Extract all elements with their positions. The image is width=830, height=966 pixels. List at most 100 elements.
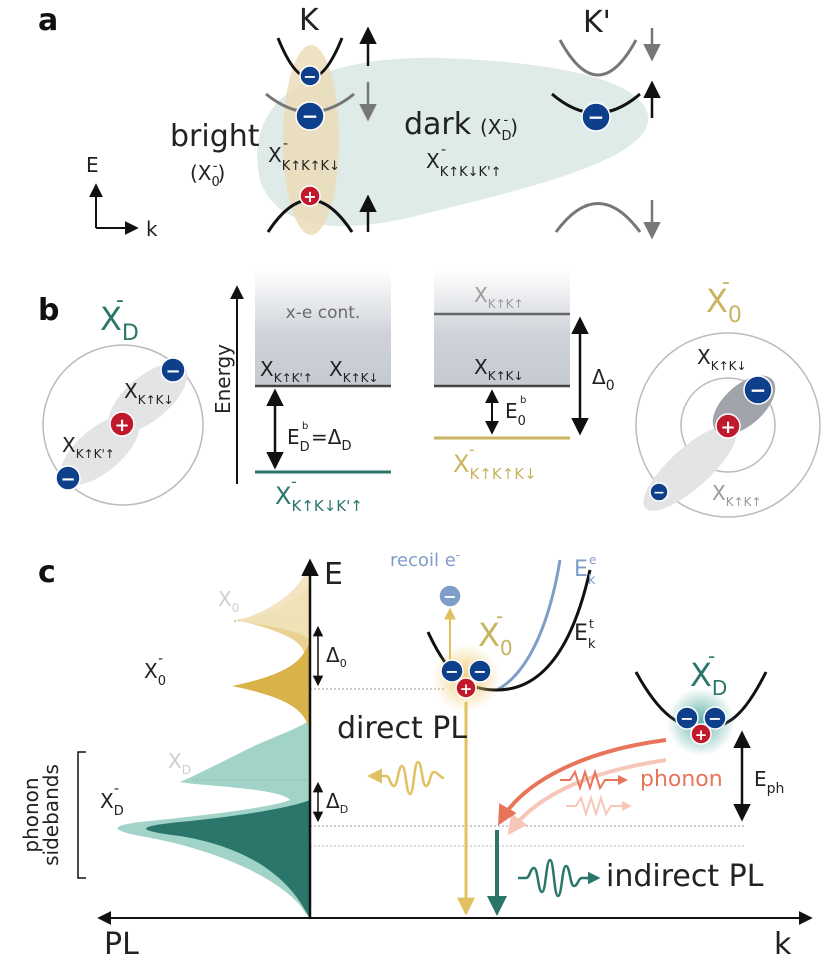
continuum-box-bright: [434, 270, 570, 386]
phonon-scatter-arrow: [498, 738, 667, 826]
electron-dispersion-curve: [496, 559, 562, 692]
bright-binding-label: E0b: [505, 395, 526, 429]
svg-text:−: −: [303, 67, 316, 86]
electron-icon: −: [55, 465, 81, 491]
pl-spectrum-teal-dark: [146, 800, 310, 918]
photon-wave-teal: [518, 858, 588, 898]
kp-valence-band: [554, 202, 642, 233]
svg-text:−: −: [588, 105, 605, 129]
continuum-box-dark: [255, 270, 391, 386]
svg-text:+: +: [303, 187, 316, 206]
recoil-label: recoil e-: [390, 548, 460, 571]
svg-text:−: −: [445, 662, 458, 681]
valley-kp-label: K': [583, 5, 611, 40]
svg-text:−: −: [443, 587, 456, 606]
dark-trion-glow: [667, 688, 735, 756]
electron-icon: −: [160, 357, 186, 383]
electron-icon: −: [703, 706, 727, 730]
hole-icon: +: [690, 723, 712, 745]
ekt-label: Ekt: [574, 617, 596, 652]
electron-icon: −: [299, 65, 321, 87]
electron-icon: −: [675, 706, 699, 730]
axis-e-label: E: [324, 557, 343, 592]
hole-icon: +: [109, 411, 135, 437]
pl-spectrum-gold-tail: [236, 560, 310, 640]
axis-k-label: k: [146, 217, 158, 241]
electron-icon: −: [468, 659, 492, 683]
axis-k-label: k: [774, 927, 792, 962]
hole-icon: +: [715, 413, 741, 439]
eke-label: Eke: [574, 553, 596, 588]
dark-symbol-label: (XD-): [480, 113, 518, 144]
svg-text:+: +: [695, 726, 708, 744]
dark-pair-label-2: XK↑K'↑: [62, 433, 115, 461]
sidebands-label-2: sidebands: [39, 764, 63, 866]
bright-label: bright: [170, 119, 260, 154]
svg-text:−: −: [708, 709, 721, 728]
svg-text:+: +: [720, 417, 735, 438]
level-bright-mid: XK↑K↓: [474, 355, 524, 383]
dark-pair-label-1: XK↑K↓: [124, 379, 174, 407]
panel-a-label: a: [38, 3, 58, 38]
energy-axis-label: Energy: [211, 344, 235, 414]
direct-pl-label: direct PL: [337, 711, 467, 746]
dark-label: dark: [404, 107, 472, 142]
recoil-electron-icon: −: [438, 584, 462, 608]
electron-icon: −: [440, 659, 464, 683]
sidebands-label-1: phonon: [19, 777, 43, 852]
valley-k-label: K: [299, 3, 320, 38]
x0-label: X0-: [144, 651, 166, 689]
hole-icon: +: [299, 185, 321, 207]
svg-text:−: −: [302, 104, 319, 128]
indirect-pl-label: indirect PL: [606, 859, 764, 894]
electron-icon: −: [743, 375, 773, 405]
svg-text:+: +: [460, 680, 473, 698]
dark-trion-orbit: [42, 344, 204, 506]
dark-trion-level-label: XK↑K↓K'↑-: [275, 472, 363, 515]
delta0-label: Δ0: [592, 365, 615, 394]
deltad-spectrum-label: ΔD: [326, 789, 348, 816]
kp-conduction-band-upper: [558, 39, 638, 77]
panel-b-label: b: [38, 293, 59, 328]
svg-text:−: −: [680, 709, 693, 728]
svg-text:−: −: [750, 378, 767, 402]
svg-text:−: −: [165, 361, 180, 382]
hole-icon: +: [455, 677, 477, 699]
continuum-label: x-e cont.: [286, 303, 361, 323]
xd-faded-label: XD: [168, 749, 191, 777]
dark-trion-state-label: XK↑K↓K'↑-: [426, 142, 502, 180]
svg-text:+: +: [114, 415, 129, 436]
phonon-wave: [560, 768, 612, 792]
xd-label: XD-: [100, 781, 124, 819]
delta0-spectrum-label: Δ0: [326, 643, 347, 670]
electron-icon: −: [581, 102, 611, 132]
xd-trion-title: XD-: [100, 288, 139, 346]
bright-trion-region: [283, 45, 339, 235]
level-dark-2: XK↑K↓: [329, 357, 379, 385]
dark-binding-label: EDb=ΔD: [287, 421, 351, 455]
bright-pair-label-2: XK↑K↑: [712, 481, 762, 509]
photon-wave-gold: [380, 760, 445, 796]
bright-trion-state-label: XK↑K↑K↓-: [268, 136, 340, 174]
panel-a: a − − + −: [38, 3, 661, 241]
bright-trion-orbit-inner: [680, 377, 776, 473]
phonon-energy-label: Eph: [754, 767, 784, 797]
svg-text:−: −: [653, 485, 665, 501]
axis-pl-label: PL: [104, 927, 139, 962]
panel-c: c E PL k X0 X0- XD XD- Δ0 ΔD phonon sid: [19, 548, 813, 962]
bright-pair-label-1: XK↑K↓: [697, 345, 747, 373]
x0-faded-label: X0: [218, 587, 239, 615]
bright-trion-orbit-outer: [635, 332, 821, 518]
panel-b: b XD- − + − XK↑K↓ XK↑K'↑ Energy x-e cont…: [38, 270, 821, 518]
bright-symbol-label: (X0-): [190, 159, 225, 190]
axis-e-label: E: [86, 153, 99, 177]
panel-c-label: c: [38, 555, 56, 590]
electron-icon: −: [295, 101, 325, 131]
electron-icon: −: [649, 482, 669, 502]
level-bright-top: XK↑K↑: [474, 283, 524, 311]
bright-trion-level-label: XK↑K↑K↓-: [453, 440, 537, 483]
svg-text:−: −: [473, 662, 486, 681]
gold-x0-label: X0-: [478, 604, 513, 660]
level-dark-1: XK↑K'↑: [260, 357, 313, 385]
